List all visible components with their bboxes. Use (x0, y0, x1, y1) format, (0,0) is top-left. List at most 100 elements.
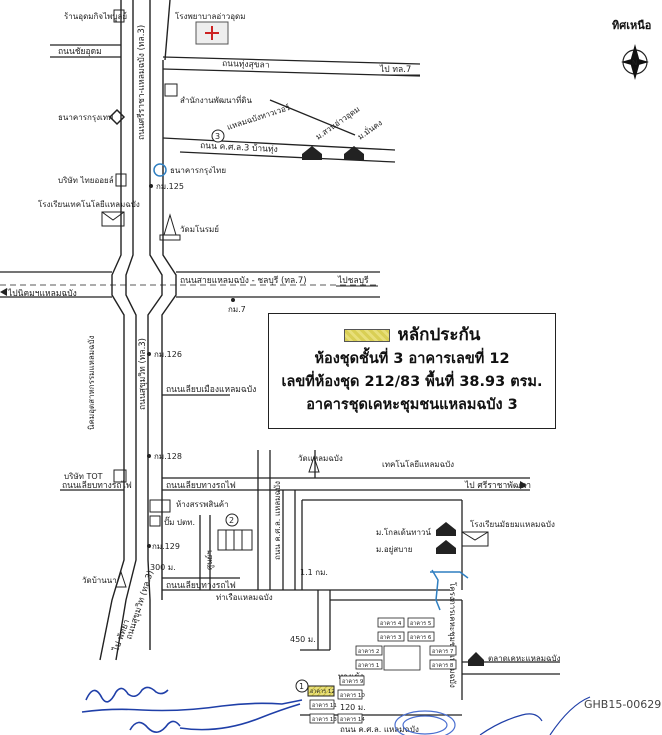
svg-text:อาคาร 9: อาคาร 9 (342, 679, 364, 685)
landmark-l28: โรงเรียนมัธยมแหลมฉบัง (470, 519, 555, 529)
landmark-l1: ร้านอุดมกิจไพบูลย์ (64, 11, 127, 22)
marker-1-icon (295, 679, 309, 693)
landmark-l30: ท่าเรือแหลมฉบัง (216, 593, 273, 602)
market-icon (468, 652, 484, 666)
km126-marker-icon (147, 352, 151, 356)
landmark-l8: โรงเรียนเทคโนโลยีแหลมฉบัง (38, 199, 140, 209)
temple-laem-icon (308, 455, 320, 473)
north-arrow-icon: N (621, 44, 649, 80)
svg-text:อาคาร 10: อาคาร 10 (340, 693, 365, 699)
landmark-l17: บริษัท TOT (64, 472, 103, 481)
landmark-l29: โครงการเคหะชุมชนแหลมฉบัง (448, 582, 458, 688)
road-label-r1: ถนนศรีราชา-แหลมฉบัง (ทล.3) (136, 25, 147, 140)
company-icon (115, 173, 127, 187)
landmark-l16: กม.128 (154, 452, 182, 461)
landmark-l13: กม.7 (228, 305, 246, 314)
landmark-l5: บริษัท ไทยออยล์ (58, 175, 114, 185)
legend-title-row: หลักประกัน (269, 321, 555, 348)
school-icon (101, 211, 125, 227)
marker-3-icon (211, 129, 225, 143)
landmark-l2: โรงพยาบาลอ่าวอุดม (175, 11, 246, 21)
landmark-l4: ธนาคารกรุงเทพ (58, 113, 113, 122)
road-label-r7: ถนนสายแหลมฉบัง - ชลบุรี (ทล.7) (180, 275, 307, 286)
landmark-l26: ม.โกลเด้นทาวน์ (376, 527, 432, 537)
svg-text:อาคาร 4: อาคาร 4 (380, 621, 402, 627)
landmark-l24: 1.1 กม. (300, 568, 328, 577)
temple-icon (159, 213, 181, 241)
legend-title: หลักประกัน (397, 325, 481, 345)
svg-text:อาคาร 6: อาคาร 6 (410, 635, 432, 641)
legend-line-1: ห้องชุดชั้นที่ 3 อาคารเลขที่ 12 (314, 351, 510, 367)
school-laem-icon (461, 531, 489, 547)
svg-text:ไปชลบุรี: ไปชลบุรี (337, 275, 369, 286)
office-icon (164, 83, 178, 97)
landmark-l35: ศูนย์ฯ (204, 550, 215, 570)
marker-2: 2 (229, 516, 234, 525)
north-letter: N (632, 59, 637, 67)
road-label-r8: ถนนเลียบเมืองแหลมฉบัง (166, 384, 256, 395)
road-label-r9: ถนนเลียบทางรถไฟ (166, 480, 236, 491)
svg-text:ไปนิคมฯแหลมฉบัง: ไปนิคมฯแหลมฉบัง (7, 288, 77, 299)
road-label-r2: ถนนสุขุมวิท (ทล.3) (138, 338, 148, 410)
svg-text:อาคาร 2: อาคาร 2 (358, 649, 379, 655)
svg-text:ไป ศรีราชาพัฒนา: ไป ศรีราชาพัฒนา (464, 480, 531, 491)
km-marker-icon (149, 184, 153, 188)
signature-drawing (81, 686, 303, 733)
landmark-l10: แหลมฉบังทาวเวอร์ (226, 102, 292, 132)
marker-2-icon (225, 513, 239, 527)
road-label-r6: ถนน ค.ศ.ล.3 บ้านทุ่ง (200, 140, 278, 155)
legend-line-2: เลขที่ห้องชุด 212/83 พื้นที่ 38.93 ตรม. (281, 374, 543, 390)
village-golden-icon (436, 522, 456, 554)
landmark-l25: วัดบ้านนา (82, 576, 117, 585)
road-label-r12: ถนน ค.ศ.ล. แหลมฉบัง (273, 481, 282, 560)
svg-text:อาคาร 11: อาคาร 11 (312, 703, 337, 709)
village-icon (302, 146, 364, 160)
collateral-swatch (343, 328, 390, 342)
direction-chonburi: ไปชลบุรี (336, 275, 378, 287)
km7-marker-icon (231, 298, 235, 302)
km129-marker-icon (147, 544, 151, 548)
mall-icon (149, 499, 171, 513)
svg-text:อาคาร 14: อาคาร 14 (340, 717, 365, 723)
svg-text:อาคาร 3: อาคาร 3 (380, 635, 402, 641)
direction-industrial: ไปนิคมฯแหลมฉบัง (0, 288, 77, 299)
shop-icon (113, 9, 125, 23)
housing-estate (309, 617, 457, 724)
collateral-legend: หลักประกัน ห้องชุดชั้นที่ 3 อาคารเลขที่ … (268, 313, 556, 429)
landmark-l7: กม.125 (156, 182, 184, 191)
landmark-l3: สำนักงานพัฒนาที่ดิน (180, 94, 252, 105)
direction-sriracha: ไป ศรีราชาพัฒนา (464, 480, 531, 491)
signature-stroke-right (479, 696, 591, 735)
legend-line-3: อาคารชุดเคหะชุมชนแหลมฉบัง 3 (306, 397, 518, 413)
landmark-l22: กม.129 (152, 542, 180, 551)
landmark-l9: วัดมโนรมย์ (180, 224, 219, 234)
landmark-l23: 300 ม. (150, 563, 176, 572)
building-labels: อาคาร 4 อาคาร 5 อาคาร 3 อาคาร 6 อาคาร 2 … (310, 621, 454, 723)
road-label-r5: ถนนทุ่งสุขลา (222, 59, 270, 71)
landmark-l6: ธนาคารกรุงไทย (170, 166, 226, 175)
collateral-building (307, 685, 335, 697)
km128-marker-icon (147, 454, 151, 458)
landmark-l12: ม.มั่นคง (355, 117, 384, 142)
bank-bangkok-icon (108, 108, 126, 126)
svg-text:อาคาร 13: อาคาร 13 (312, 717, 337, 723)
svg-text:อาคาร 1: อาคาร 1 (358, 663, 379, 669)
svg-text:อาคาร 5: อาคาร 5 (410, 621, 432, 627)
svg-text:อาคาร 12: อาคาร 12 (310, 689, 335, 695)
landmark-l14: กม.126 (154, 350, 182, 359)
lower-roads (60, 394, 560, 716)
reference-code: GHB15-00629 (584, 698, 662, 711)
landmark-l31: 450 ม. (290, 635, 316, 644)
landmark-l33: ตลาดเคหะแหลมฉบัง (488, 654, 561, 663)
direction-tl7: ไป ทล.7 (378, 64, 420, 76)
marker-3: 3 (215, 132, 220, 141)
bank-krungthai-icon (153, 163, 167, 177)
marker-1: 1 (299, 682, 304, 691)
landmark-l32: 120 ม. (340, 703, 366, 712)
tot-icon (113, 469, 127, 483)
landmark-l19: เทคโนโลยีแหลมฉบัง (382, 459, 454, 469)
svg-text:อาคาร 7: อาคาร 7 (432, 649, 454, 655)
north-label: ทิศเหนือ (612, 19, 652, 32)
landmark-l27: ม.อยู่สบาย (376, 545, 412, 555)
